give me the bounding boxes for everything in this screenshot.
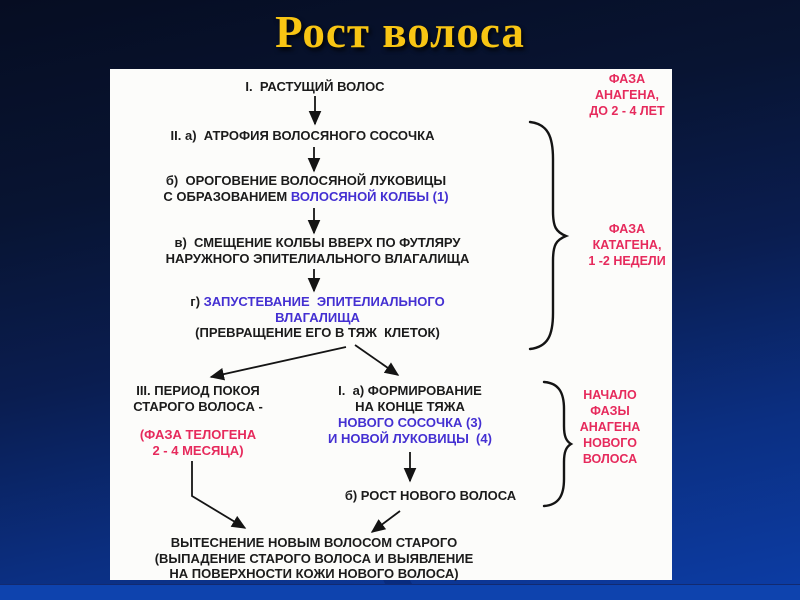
arrow-left-branch-bottom — [191, 461, 247, 529]
arrow-step5-left-branch — [209, 346, 347, 381]
step-papilla-atrophy-text: II. а) АТРОФИЯ ВОЛОСЯНОГО СОСОЧКА — [170, 128, 435, 143]
branch-telogen-rest: III. ПЕРИОД ПОКОЯ СТАРОГО ВОЛОСА - (ФАЗА… — [110, 383, 286, 458]
step-bulb-keratinization-line1: б) ОРОГОВЕНИЕ ВОЛОСЯНОЙ ЛУКОВИЦЫ — [165, 173, 447, 188]
step-club-shift-line1: в) СМЕЩЕНИЕ КОЛБЫ ВВЕРХ ПО ФУТЛЯРУ — [174, 235, 461, 250]
step-displacement-line3: НА ПОВЕРХНОСТИ КОЖИ НОВОГО ВОЛОСА) — [169, 566, 459, 581]
phase-new-anagen-line2: ФАЗЫ — [590, 404, 630, 418]
step-club-shift-line2: НАРУЖНОГО ЭПИТЕЛИАЛЬНОГО ВЛАГАЛИЩА — [165, 250, 470, 266]
phase-anagen-line1: ФАЗА — [608, 72, 646, 86]
step-sheath-emptying: г) ЗАПУСТЕВАНИЕ ЭПИТЕЛИАЛЬНОГО ВЛАГАЛИЩА… — [115, 294, 520, 341]
arrow-growth-bottom — [370, 510, 401, 533]
phase-label-new-anagen: НАЧАЛО ФАЗЫ АНАГЕНА НОВОГО ВОЛОСА — [558, 387, 662, 467]
branch-new-follicle: I. а) ФОРМИРОВАНИЕ НА КОНЦЕ ТЯЖА НОВОГО … — [322, 383, 498, 447]
diagram-panel: I. РАСТУЩИЙ ВОЛОС II. а) АТРОФИЯ ВОЛОСЯН… — [110, 69, 672, 582]
step-growing-hair: I. РАСТУЩИЙ ВОЛОС — [165, 79, 465, 95]
step-sheath-emptying-line3: (ПРЕВРАЩЕНИЕ ЕГО В ТЯЖ КЛЕТОК) — [195, 325, 440, 340]
branch-new-follicle-line3: НОВОГО СОСОЧКА (3) — [338, 415, 482, 430]
phase-new-anagen-line3: АНАГЕНА — [579, 420, 641, 434]
step-growing-hair-text: I. РАСТУЩИЙ ВОЛОС — [245, 79, 385, 94]
step-new-hair-growth-text: б) РОСТ НОВОГО ВОЛОСА — [344, 488, 517, 503]
step-sheath-emptying-line2: ВЛАГАЛИЩА — [275, 309, 360, 325]
branch-telogen-line4: 2 - 4 МЕСЯЦА) — [152, 442, 244, 458]
step-displacement: ВЫТЕСНЕНИЕ НОВЫМ ВОЛОСОМ СТАРОГО (ВЫПАДЕ… — [110, 535, 518, 582]
step-bulb-keratinization-line2: С ОБРАЗОВАНИЕМ ВОЛОСЯНОЙ КОЛБЫ (1) — [136, 189, 476, 205]
step-bulb-keratinization-line2-black: С ОБРАЗОВАНИЕМ — [163, 188, 291, 204]
branch-new-follicle-line1: I. а) ФОРМИРОВАНИЕ — [338, 383, 482, 398]
branch-telogen-line3: (ФАЗА ТЕЛОГЕНА — [139, 427, 257, 442]
phase-catagen-line2: КАТАГЕНА, — [592, 238, 662, 252]
phase-new-anagen-line1: НАЧАЛО — [583, 388, 637, 402]
phase-label-catagen: ФАЗА КАТАГЕНА, 1 -2 НЕДЕЛИ — [573, 221, 681, 269]
bottom-accent-band — [0, 584, 800, 600]
phase-anagen-line3: ДО 2 - 4 ЛЕТ — [589, 104, 665, 118]
step-club-shift: в) СМЕЩЕНИЕ КОЛБЫ ВВЕРХ ПО ФУТЛЯРУ НАРУЖ… — [115, 235, 520, 266]
phase-catagen-line3: 1 -2 НЕДЕЛИ — [588, 254, 666, 268]
phase-catagen-line1: ФАЗА — [608, 222, 646, 236]
step-bulb-keratinization-line2-blue: ВОЛОСЯНОЙ КОЛБЫ (1) — [290, 188, 449, 204]
step-sheath-emptying-prefix: г) — [190, 294, 204, 309]
step-papilla-atrophy: II. а) АТРОФИЯ ВОЛОСЯНОГО СОСОЧКА — [135, 128, 470, 144]
brace-catagen — [528, 120, 570, 351]
step-bulb-keratinization: б) ОРОГОВЕНИЕ ВОЛОСЯНОЙ ЛУКОВИЦЫ С ОБРАЗ… — [136, 173, 476, 204]
phase-new-anagen-line4: НОВОГО — [583, 436, 637, 450]
branch-new-follicle-line2: НА КОНЦЕ ТЯЖА — [355, 399, 465, 414]
step-sheath-emptying-line1-blue: ЗАПУСТЕВАНИЕ ЭПИТЕЛИАЛЬНОГО — [203, 294, 445, 309]
phase-anagen-line2: АНАГЕНА, — [594, 88, 660, 102]
phase-new-anagen-line5: ВОЛОСА — [582, 452, 638, 466]
step-sheath-emptying-line1: г) ЗАПУСТЕВАНИЕ ЭПИТЕЛИАЛЬНОГО — [115, 294, 520, 310]
slide-title: Рост волоса — [275, 7, 525, 57]
step-new-hair-growth: б) РОСТ НОВОГО ВОЛОСА — [328, 488, 533, 504]
phase-label-anagen: ФАЗА АНАГЕНА, ДО 2 - 4 ЛЕТ — [573, 71, 681, 119]
step-displacement-line1: ВЫТЕСНЕНИЕ НОВЫМ ВОЛОСОМ СТАРОГО — [170, 535, 458, 550]
branch-telogen-line1: III. ПЕРИОД ПОКОЯ — [136, 383, 260, 398]
arrow-step5-right-branch — [354, 344, 400, 376]
branch-telogen-line2: СТАРОГО ВОЛОСА - — [133, 398, 263, 414]
branch-new-follicle-line4: И НОВОЙ ЛУКОВИЦЫ (4) — [328, 431, 492, 446]
step-displacement-line2: (ВЫПАДЕНИЕ СТАРОГО ВОЛОСА И ВЫЯВЛЕНИЕ — [154, 550, 474, 566]
